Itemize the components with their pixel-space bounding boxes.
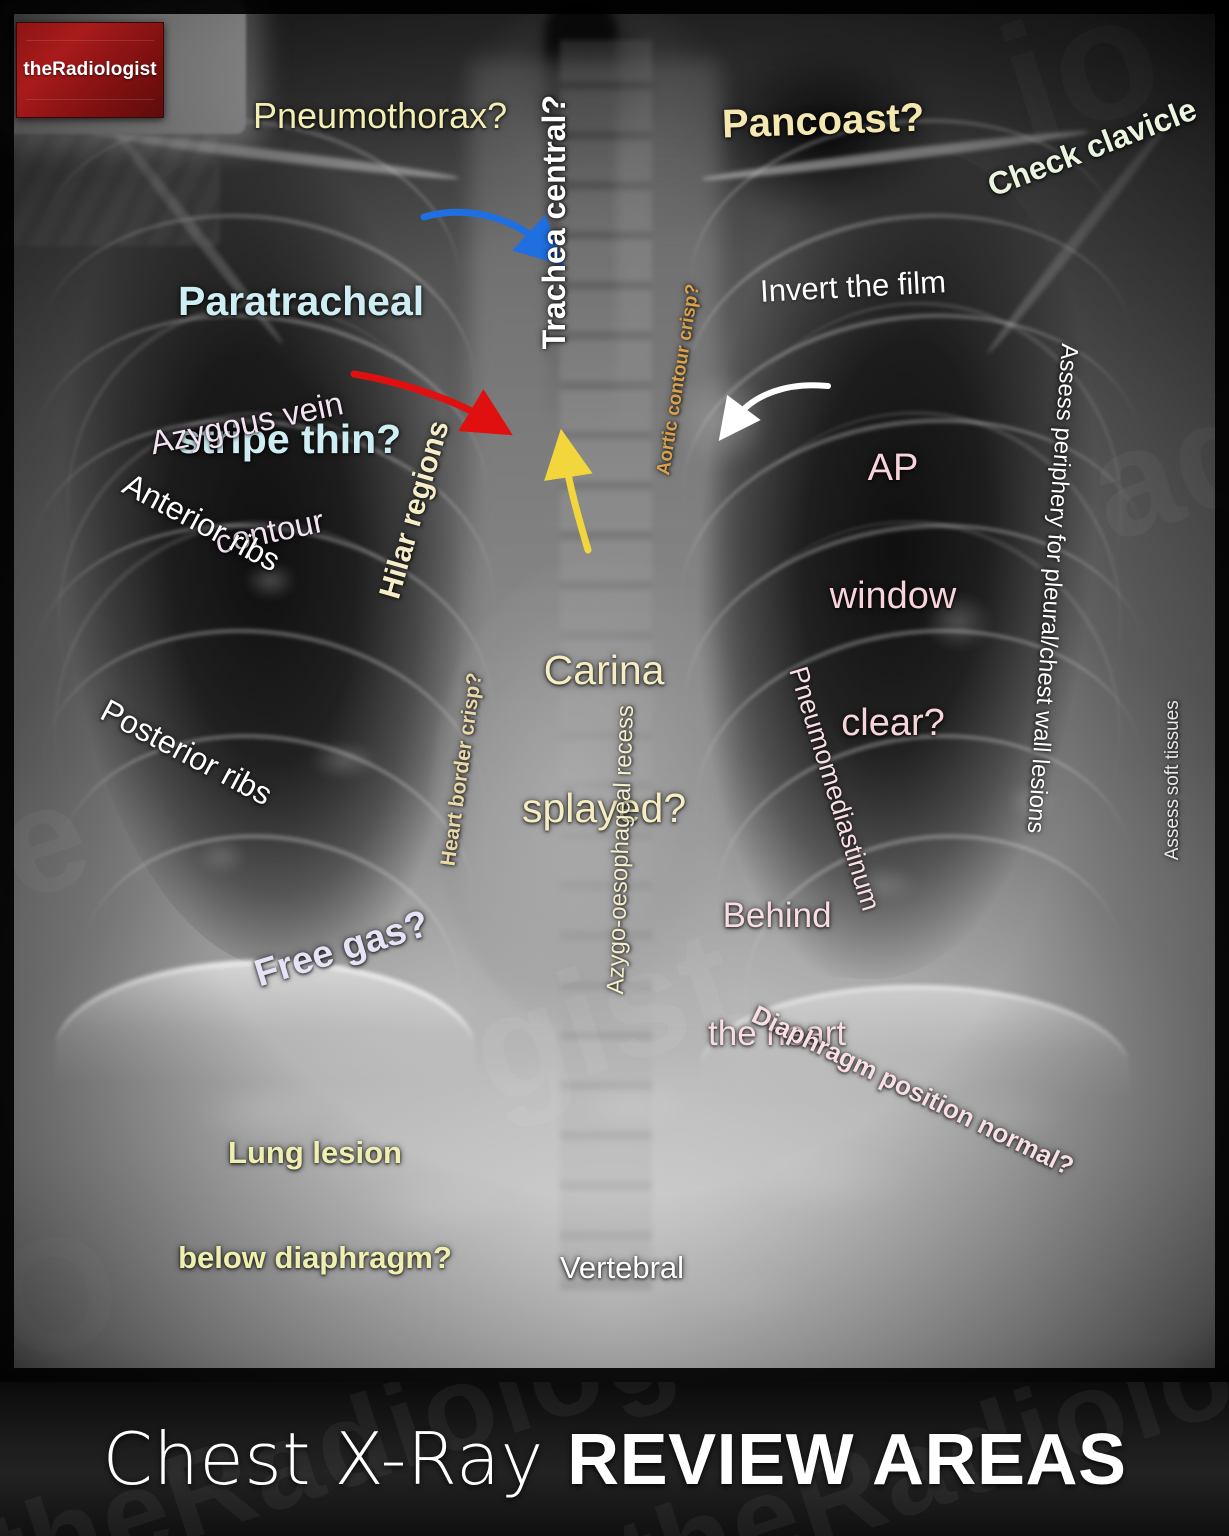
page-title-bold: REVIEW AREAS bbox=[567, 1420, 1127, 1500]
page-title-light: Chest X-Ray bbox=[102, 1417, 568, 1501]
chest-xray-image: io le IO ad gist bbox=[0, 0, 1229, 1382]
title-bar: theRadiologist theRadiologist Chest X-Ra… bbox=[0, 1382, 1229, 1536]
page-title: Chest X-Ray REVIEW AREAS bbox=[102, 1417, 1126, 1501]
brand-logo: theRadiologist bbox=[16, 22, 164, 118]
xray-vignette bbox=[0, 0, 1229, 1382]
brand-logo-text: theRadiologist bbox=[23, 59, 157, 80]
film-border bbox=[0, 0, 1229, 1382]
